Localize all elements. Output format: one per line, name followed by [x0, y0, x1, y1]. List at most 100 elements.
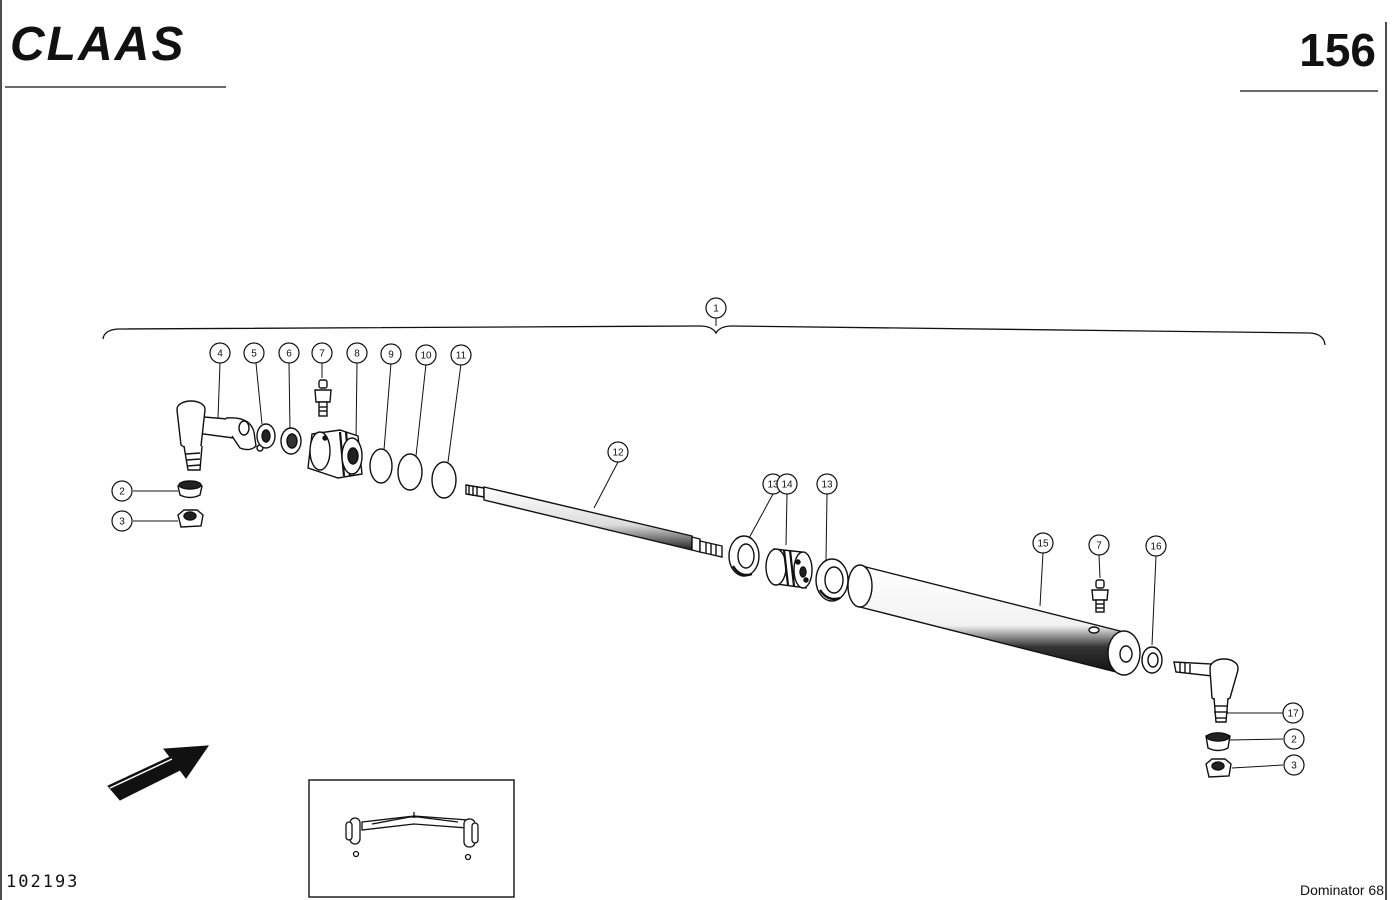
callout-15: 15 [1032, 532, 1054, 554]
parts [176, 379, 1239, 778]
callout-label: 9 [388, 350, 394, 361]
callout-circle [607, 441, 629, 463]
callout-circle [311, 342, 333, 364]
o-ring-10 [397, 453, 423, 491]
leader-14 [785, 493, 788, 546]
callout-9: 9 [380, 343, 402, 365]
callout-label: 3 [1291, 761, 1297, 772]
callout-circle [111, 510, 133, 532]
callout-circle [415, 344, 437, 366]
leader-5 [255, 362, 263, 425]
callout-13: 13 [816, 473, 838, 495]
washer-13a [728, 535, 760, 577]
callout-circle [1088, 534, 1110, 556]
leader-2b [1229, 738, 1284, 741]
leader-13a [747, 493, 774, 541]
callout-label: 7 [1096, 541, 1102, 552]
callout-11: 11 [450, 344, 472, 366]
tie-rod-end-right [1173, 658, 1239, 723]
callout-circle [1282, 702, 1304, 724]
callout-label: 5 [251, 349, 257, 360]
o-ring-9 [369, 448, 393, 484]
callout-6: 6 [278, 342, 300, 364]
leader-10 [415, 363, 427, 457]
callout-7: 7 [311, 342, 333, 364]
direction-arrow-icon [107, 745, 209, 801]
callout-label: 2 [1291, 735, 1297, 746]
callout-3: 3 [1283, 754, 1305, 776]
callout-2: 2 [1283, 728, 1305, 750]
hex-nut-right [1205, 758, 1232, 778]
callout-1: 1 [705, 297, 727, 319]
callout-circle [1283, 728, 1305, 750]
piston-rod-12 [465, 484, 723, 558]
leader-8 [355, 362, 358, 441]
callout-4: 4 [209, 342, 231, 364]
callout-circle [243, 342, 265, 364]
model-name: Dominator 68 [1300, 882, 1384, 898]
callout-label: 1 [713, 304, 719, 315]
callout-label: 14 [781, 480, 793, 491]
callout-label: 11 [456, 351, 467, 362]
seal-6 [280, 427, 302, 455]
assembly-brace [102, 325, 1326, 346]
callout-5: 5 [243, 342, 265, 364]
callout-label: 15 [1037, 539, 1049, 550]
callout-label: 10 [420, 351, 432, 362]
image-number: 102193 [6, 872, 79, 892]
callout-label: 17 [1287, 709, 1299, 720]
callout-circle [705, 297, 727, 319]
callout-label: 8 [354, 349, 360, 360]
leader-6 [288, 362, 291, 431]
arrow-highlight [109, 758, 173, 789]
callout-2: 2 [111, 480, 133, 502]
leader-4 [217, 362, 221, 419]
callout-label: 13 [821, 480, 833, 491]
leader-7b [1098, 554, 1101, 579]
callout-circle [776, 473, 798, 495]
leader-15 [1039, 552, 1044, 607]
cylinder-head-8 [307, 429, 363, 479]
castle-nut-right [1205, 732, 1231, 752]
brand-logo: CLAAS [10, 18, 185, 71]
leader-16 [1151, 555, 1157, 646]
callout-circle [816, 473, 838, 495]
grease-nipple-right [1091, 579, 1109, 613]
leader-9 [383, 362, 392, 451]
callout-label: 3 [119, 517, 125, 528]
callout-circle [1283, 754, 1305, 776]
nut-16 [1141, 646, 1163, 674]
callout-3: 3 [111, 510, 133, 532]
piston-14 [765, 548, 813, 589]
callout-label: 4 [217, 349, 223, 360]
leader-lines [133, 362, 1284, 769]
callout-circle [278, 342, 300, 364]
callout-16: 16 [1145, 535, 1167, 557]
callout-circle [1032, 532, 1054, 554]
callout-circle [380, 343, 402, 365]
locator-inset [308, 779, 515, 898]
callout-circle [346, 342, 368, 364]
callout-12: 12 [607, 441, 629, 463]
callout-label: 13 [767, 480, 779, 491]
o-ring-11 [431, 461, 457, 499]
washer-5 [256, 423, 276, 449]
callout-label: 2 [119, 487, 125, 498]
inset-frame [308, 779, 515, 898]
callout-circle [450, 344, 472, 366]
grease-nipple-left [314, 379, 332, 417]
callout-label: 6 [286, 349, 292, 360]
callout-14: 14 [776, 473, 798, 495]
castle-nut-left [177, 480, 203, 499]
callout-circle [111, 480, 133, 502]
page-number: 156 [1299, 24, 1376, 76]
callout-label: 12 [612, 448, 624, 459]
leader-3b [1231, 764, 1284, 769]
callout-label: 7 [319, 349, 325, 360]
callout-8: 8 [346, 342, 368, 364]
axle-sketch [345, 812, 479, 861]
callout-circle [1145, 535, 1167, 557]
